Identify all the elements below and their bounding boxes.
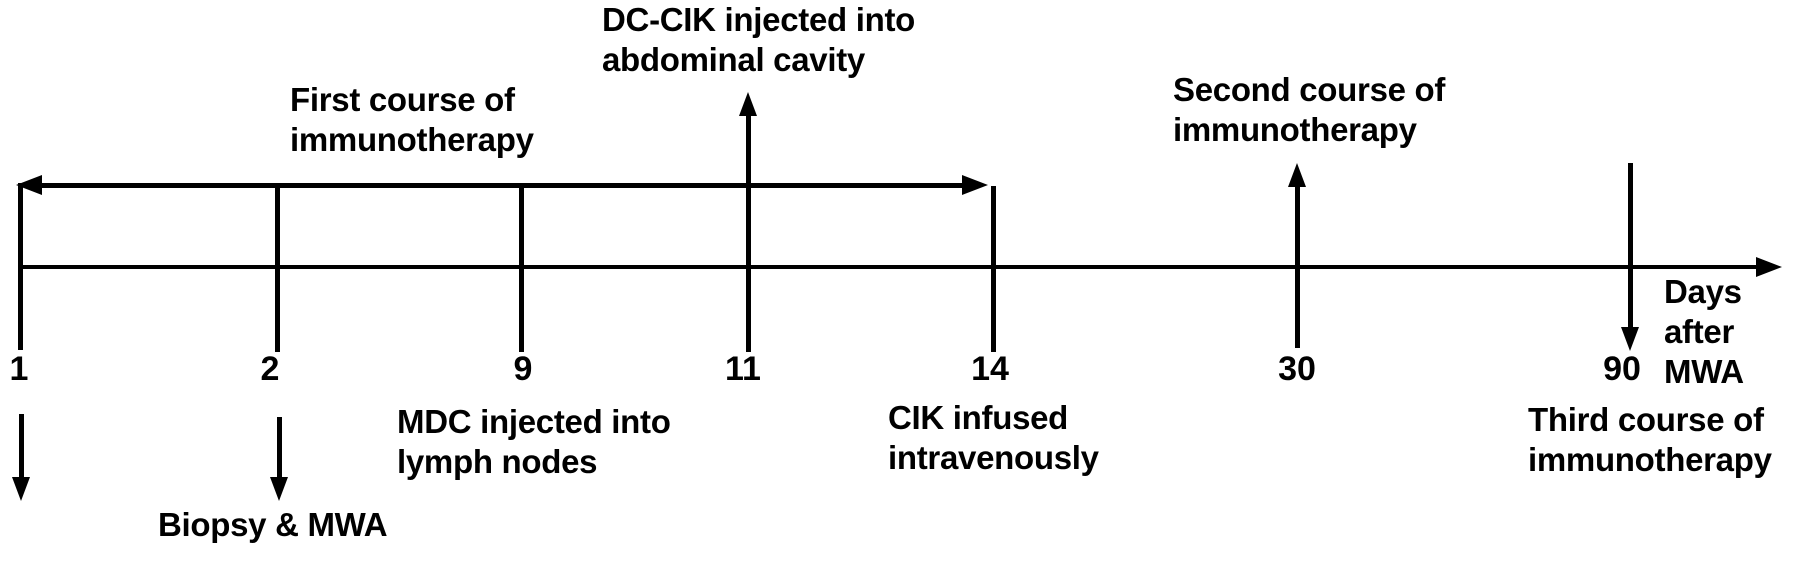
axis-unit-label-line-2: after (1664, 313, 1735, 350)
day1-event-arrow-head-icon (12, 477, 30, 501)
day-14-tick (991, 186, 996, 352)
biopsy-mwa-label: Biopsy & MWA (158, 505, 388, 545)
day2-event-arrow-head-icon (270, 477, 288, 501)
day-1-tick (18, 183, 23, 350)
day2-event-arrow (277, 417, 282, 479)
dc-cik-injection-arrow-head-icon (739, 92, 757, 116)
dc-cik-injection-arrow (746, 114, 751, 352)
cik-infusion-label-line-1: CIK infused (888, 399, 1069, 436)
biopsy-mwa-label-line-1: Biopsy & MWA (158, 506, 388, 543)
day-label-90: 90 (1603, 350, 1641, 388)
day-label-14: 14 (971, 350, 1009, 388)
dc-cik-label-line-2: abdominal cavity (602, 41, 865, 78)
mdc-injection-label-line-2: lymph nodes (397, 443, 598, 480)
axis-unit-label-line-3: MWA (1664, 353, 1744, 390)
day-9-tick (519, 183, 524, 352)
first-course-range-arrow (40, 183, 964, 188)
axis-unit-label-line-1: Days (1664, 273, 1742, 310)
third-course-label-line-1: Third course of (1528, 401, 1764, 438)
range-arrowhead-right-icon (962, 175, 988, 195)
day-label-2: 2 (260, 350, 280, 388)
second-course-label-line-2: immunotherapy (1173, 111, 1417, 148)
first-course-label-line-2: immunotherapy (290, 121, 534, 158)
day-label-1: 1 (9, 350, 29, 388)
timeline-axis (18, 265, 1756, 269)
mdc-injection-label-line-1: MDC injected into (397, 403, 671, 440)
second-course-arrow (1295, 185, 1300, 348)
dc-cik-label-line-1: DC-CIK injected into (602, 1, 915, 38)
first-course-label-line-1: First course of (290, 81, 515, 118)
day1-event-arrow (19, 414, 24, 479)
timeline-arrowhead-icon (1756, 257, 1782, 277)
day-label-11: 11 (725, 350, 761, 388)
third-course-arrow (1628, 163, 1633, 329)
second-course-arrow-head-icon (1288, 163, 1306, 187)
cik-infusion-label-line-2: intravenously (888, 439, 1099, 476)
day-2-tick (275, 183, 280, 352)
day-label-30: 30 (1278, 350, 1316, 388)
second-course-label-line-1: Second course of (1173, 71, 1446, 108)
third-course-label-line-2: immunotherapy (1528, 441, 1772, 478)
day-label-9: 9 (513, 350, 533, 388)
third-course-arrow-head-icon (1621, 327, 1639, 351)
